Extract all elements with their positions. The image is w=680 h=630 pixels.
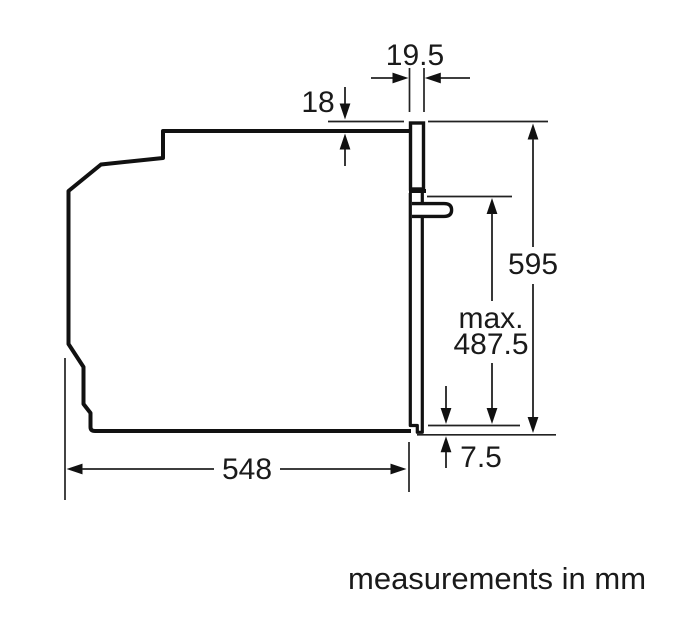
- dim-label-depth: 548: [221, 453, 273, 486]
- dim-label-max-value: 487.5: [453, 328, 529, 361]
- door-handle: [412, 201, 454, 219]
- dim-label-bottom-lip: 7.5: [460, 441, 502, 474]
- arrowhead-down-icon: [527, 417, 539, 433]
- reference-lines: [64, 68, 556, 500]
- dim-frame-width: [371, 72, 470, 84]
- dim-bottom-lip: [440, 386, 452, 468]
- arrowhead-right-icon: [392, 72, 409, 84]
- arrowhead-down-icon: [339, 103, 351, 120]
- dim-label-height: 595: [507, 248, 559, 281]
- dim-label-max-prefix: max.: [458, 302, 524, 335]
- dim-max-height: [486, 198, 498, 424]
- dim-label-top-inset: 18: [301, 86, 335, 119]
- dim-label-max-height: max. 487.5: [453, 302, 529, 361]
- arrowhead-down-icon: [486, 408, 498, 424]
- dim-top-inset: [339, 87, 351, 166]
- measurement-unit-note: measurements in mm: [348, 561, 647, 596]
- dim-height: [527, 123, 539, 433]
- arrowhead-right-icon: [390, 463, 407, 475]
- arrowhead-down-icon: [440, 408, 452, 424]
- front-frame: [408, 121, 426, 191]
- oven-body-outline: [66, 129, 411, 433]
- arrowhead-up-icon: [339, 133, 351, 150]
- front-door: [408, 193, 424, 434]
- arrowhead-up-icon: [440, 436, 452, 453]
- arrowhead-left-icon: [424, 72, 441, 84]
- dim-depth: [66, 463, 407, 475]
- dim-label-frame-width: 19.5: [385, 39, 445, 72]
- arrowhead-up-icon: [486, 198, 498, 214]
- arrowhead-left-icon: [66, 463, 83, 475]
- arrowhead-up-icon: [527, 123, 539, 140]
